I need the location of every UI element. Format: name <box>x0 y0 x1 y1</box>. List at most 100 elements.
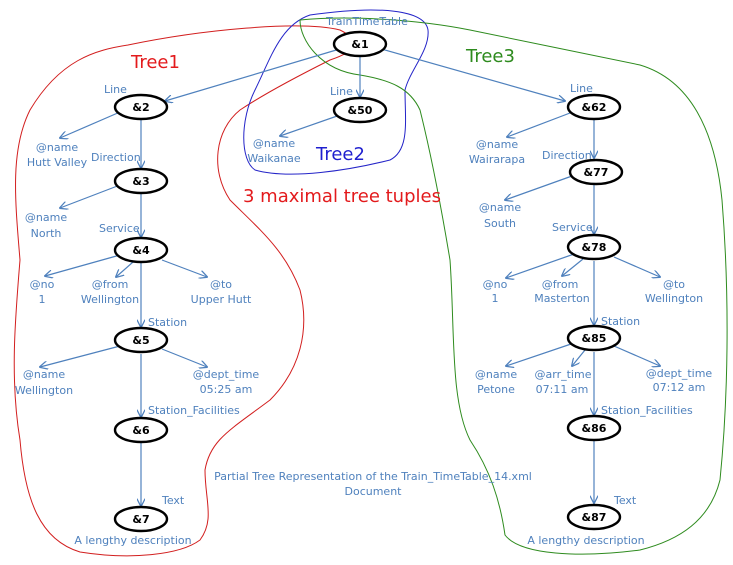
tree2-label: Tree2 <box>315 144 365 165</box>
attr-name-waikanae-value: Waikanae <box>247 152 301 165</box>
caption-line-1: Partial Tree Representation of the Train… <box>214 470 532 483</box>
edge-78-to <box>613 256 660 277</box>
attr-name-waikanae-key: @name <box>253 137 295 150</box>
edge-78-from <box>562 258 584 276</box>
node-4: &4 <box>113 236 169 264</box>
edge-85-dept <box>613 345 660 366</box>
tree1-outline <box>13 25 355 557</box>
attr-name-north-key: @name <box>25 211 67 224</box>
svg-text:&7: &7 <box>132 513 149 526</box>
root-label: TrainTimeTable <box>325 15 408 28</box>
attr-name-petone-key: @name <box>475 368 517 381</box>
edge-label-station-left: Station <box>148 316 187 329</box>
attr-name-wairarapa-value: Wairarapa <box>469 153 525 166</box>
edge-3-name <box>60 184 121 208</box>
svg-text:&86: &86 <box>582 422 607 435</box>
edge-77-name <box>505 175 573 200</box>
text-desc-left: A lengthy description <box>74 534 191 547</box>
attr-no-left-key: @no <box>30 278 55 291</box>
node-2: &2 <box>113 93 169 121</box>
svg-text:&5: &5 <box>132 334 149 347</box>
edge-62-name <box>507 112 571 137</box>
attr-name-hutt-value: Hutt Valley <box>27 156 88 169</box>
attr-from-left-key: @from <box>92 278 129 291</box>
edge-label-text-right: Text <box>613 494 637 507</box>
node-1: &1 <box>332 30 388 58</box>
attr-dept-left-value: 05:25 am <box>200 383 253 396</box>
edge-5-dept <box>161 348 207 367</box>
attr-to-right-key: @to <box>663 278 685 291</box>
node-87: &87 <box>566 503 622 531</box>
node-77: &77 <box>568 158 624 186</box>
svg-text:&78: &78 <box>582 241 607 254</box>
caption-line-2: Document <box>345 485 403 498</box>
edge-4-from <box>116 261 134 277</box>
edge-label-direction-right: Direction <box>542 149 592 162</box>
svg-text:&87: &87 <box>582 511 607 524</box>
edge-label-service-left: Service <box>99 222 140 235</box>
edge-78-no <box>506 253 575 278</box>
edge-85-arr <box>572 349 586 366</box>
node-6: &6 <box>113 416 169 444</box>
node-78: &78 <box>566 233 622 261</box>
tree2-outline <box>243 9 429 175</box>
attr-from-right-key: @from <box>542 278 579 291</box>
node-7: &7 <box>113 505 169 533</box>
edge-1-2 <box>165 47 344 101</box>
attr-name-wairarapa-key: @name <box>476 138 518 151</box>
node-86: &86 <box>566 414 622 442</box>
edge-label-direction-left: Direction <box>91 151 141 164</box>
attr-name-petone-value: Petone <box>477 383 515 396</box>
attr-arr-right-key: @arr_time <box>535 368 592 381</box>
tuples-label: 3 maximal tree tuples <box>243 186 441 207</box>
attr-dept-left-key: @dept_time <box>193 368 260 381</box>
attr-name-wellington-key: @name <box>23 368 65 381</box>
edge-label-text-left: Text <box>161 494 185 507</box>
attr-name-wellington-value: Wellington <box>15 384 73 397</box>
edge-4-no <box>45 254 121 276</box>
node-3: &3 <box>113 167 169 195</box>
tree3-label: Tree3 <box>465 46 515 67</box>
node-62: &62 <box>566 93 622 121</box>
attr-name-south-value: South <box>484 217 516 230</box>
attr-name-south-key: @name <box>479 201 521 214</box>
attr-no-right-key: @no <box>483 278 508 291</box>
svg-text:&85: &85 <box>582 332 607 345</box>
edge-4-to <box>161 259 207 277</box>
edge-label-facilities-left: Station_Facilities <box>148 404 240 417</box>
edge-85-name <box>506 342 575 366</box>
edges <box>40 47 660 506</box>
edge-label-line-right: Line <box>570 82 593 95</box>
edge-label-station-right: Station <box>601 315 640 328</box>
svg-text:&62: &62 <box>582 101 607 114</box>
svg-text:&3: &3 <box>132 175 149 188</box>
attr-name-hutt-key: @name <box>36 141 78 154</box>
attr-to-left-key: @to <box>210 278 232 291</box>
edge-5-name <box>40 345 121 367</box>
svg-text:&77: &77 <box>584 166 609 179</box>
attr-from-right-value: Masterton <box>534 292 590 305</box>
edge-1-62 <box>377 47 565 101</box>
node-50: &50 <box>332 96 388 124</box>
edge-label-line-left: Line <box>104 83 127 96</box>
edge-50-name <box>280 114 341 136</box>
svg-text:&6: &6 <box>132 424 150 437</box>
attr-dept-right-key: @dept_time <box>646 367 713 380</box>
attr-arr-right-value: 07:11 am <box>536 383 589 396</box>
edge-2-name <box>60 111 121 138</box>
node-85: &85 <box>566 324 622 352</box>
svg-text:&4: &4 <box>132 244 150 257</box>
edge-label-line-mid: Line <box>330 85 353 98</box>
svg-text:&1: &1 <box>351 38 368 51</box>
tree3-outline <box>299 17 728 555</box>
attr-from-left-value: Wellington <box>81 293 139 306</box>
attr-no-left-value: 1 <box>39 293 46 306</box>
attr-name-north-value: North <box>31 227 62 240</box>
text-desc-right: A lengthy description <box>527 534 644 547</box>
attr-to-right-value: Wellington <box>645 292 703 305</box>
attr-to-left-value: Upper Hutt <box>191 293 252 306</box>
svg-text:&50: &50 <box>348 104 373 117</box>
tree1-label: Tree1 <box>130 52 180 73</box>
node-5: &5 <box>113 326 169 354</box>
